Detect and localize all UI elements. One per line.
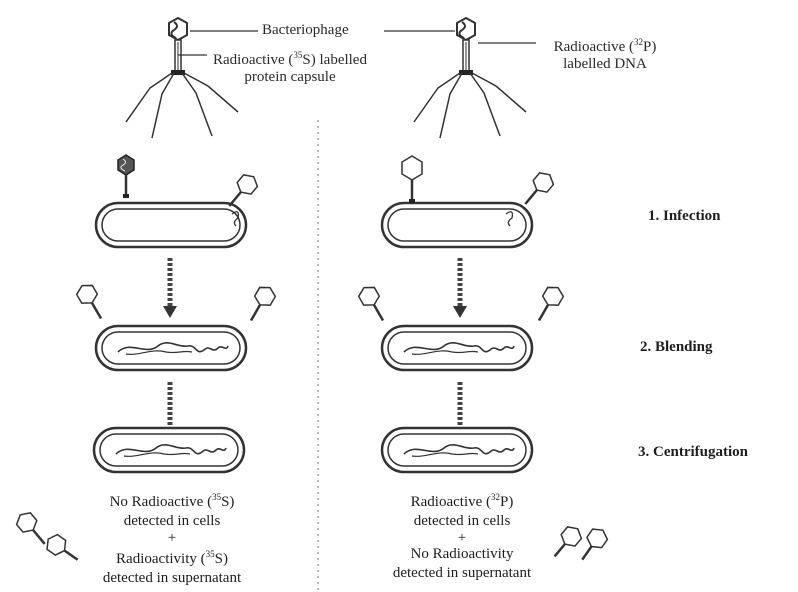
dna-label: Radioactive (32P) labelled DNA	[530, 34, 680, 73]
right-centrifugation-cell	[382, 428, 532, 472]
right-attached-phage-icon	[518, 169, 556, 210]
step-infection: 1. Infection	[648, 208, 721, 225]
left-infection-cell	[96, 203, 246, 247]
right-result-text: Radioactive (32P) detected in cells + No…	[312, 488, 612, 583]
phage-dna-labelled-icon	[414, 18, 526, 138]
left-detached-phage-a-icon	[74, 281, 109, 323]
step-blending: 2. Blending	[640, 339, 713, 356]
left-centrifugation-cell	[94, 428, 244, 472]
left-infecting-phage-icon	[118, 155, 134, 198]
bacteriophage-label: Bacteriophage	[262, 22, 349, 39]
right-infecting-phage-icon	[402, 156, 422, 203]
protein-capsule-label: Radioactive (35S) labelled protein capsu…	[205, 47, 375, 86]
left-result-text: No Radioactive (35S) detected in cells +…	[22, 488, 322, 588]
left-detached-phage-b-icon	[243, 283, 278, 325]
left-arrow-1	[163, 258, 177, 318]
left-blending-cell	[96, 326, 246, 370]
right-infection-cell	[382, 203, 532, 247]
right-blending-cell	[382, 326, 532, 370]
right-detached-phage-b-icon	[531, 283, 566, 325]
right-detached-phage-a-icon	[356, 283, 391, 325]
right-arrow-1	[453, 258, 467, 318]
step-centrifugation: 3. Centrifugation	[638, 444, 748, 461]
